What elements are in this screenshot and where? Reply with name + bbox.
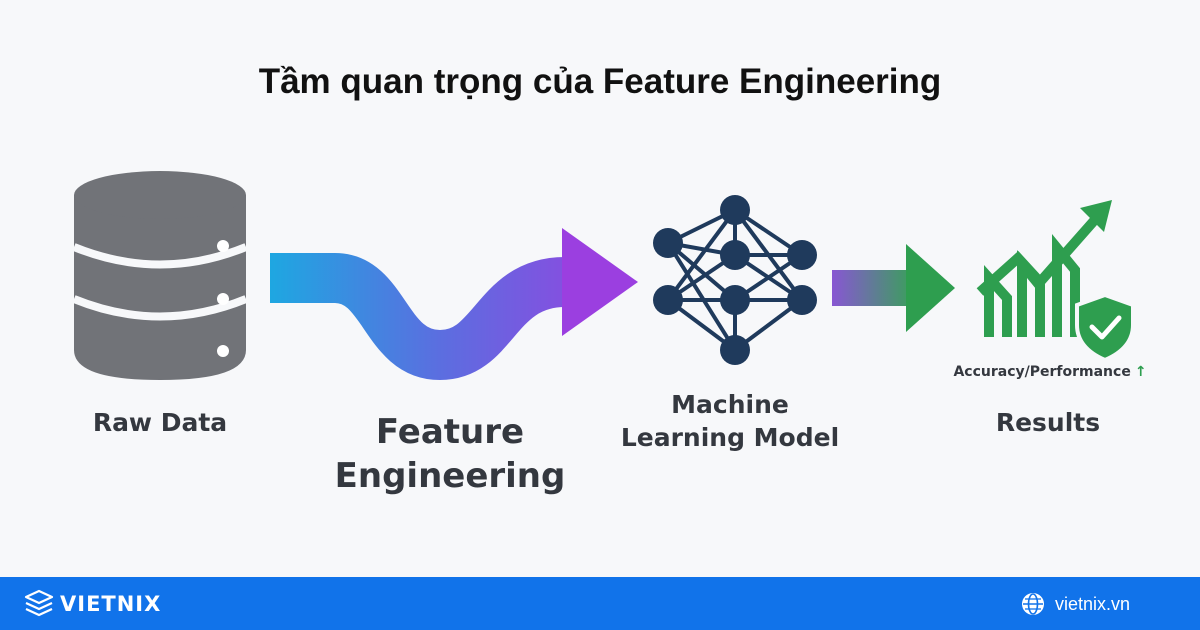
shield-check-icon (1075, 292, 1135, 363)
feature-engineering-label-line2: Engineering (334, 456, 566, 496)
brand-name: VIETNIX (60, 592, 162, 616)
stacked-layers-logo-icon (24, 589, 54, 617)
to-results-arrow-icon (832, 244, 955, 332)
globe-icon (1021, 593, 1044, 615)
accuracy-caption: Accuracy/Performance↑ (930, 364, 1170, 380)
raw-data-label: Raw Data (92, 408, 228, 437)
results-label: Results (995, 408, 1101, 437)
neural-network-icon (653, 195, 817, 365)
growth-chart-icon (976, 200, 1112, 337)
feature-engineering-label-line1: Feature (375, 412, 525, 452)
flow-diagram (72, 171, 1135, 381)
feature-engineering-arrow-icon (270, 228, 638, 381)
site-link[interactable]: vietnix.vn (1021, 591, 1130, 617)
site-url: vietnix.vn (1054, 593, 1130, 614)
ml-model-label-line1: Machine (671, 390, 789, 419)
database-icon (72, 171, 248, 380)
accuracy-caption-text: Accuracy/Performance (953, 364, 1131, 380)
ml-model-label: Machine Learning Model (600, 388, 860, 454)
page-title: Tầm quan trọng của Feature Engineering (258, 62, 942, 101)
footer-bar: VIETNIX vietnix.vn (0, 577, 1200, 630)
brand-logo[interactable]: VIETNIX (24, 589, 161, 619)
feature-engineering-label: Feature Engineering (300, 410, 600, 498)
up-arrow-icon: ↑ (1134, 364, 1147, 380)
ml-model-label-line2: Learning Model (620, 423, 840, 452)
